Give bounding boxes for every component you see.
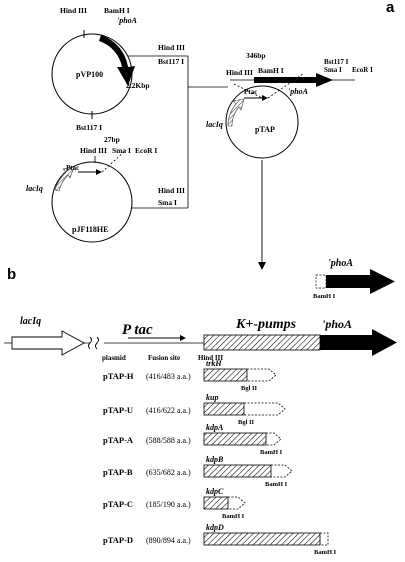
row-site-label: BamH I	[314, 549, 337, 556]
row-gene-label: kdpD	[206, 523, 224, 532]
row-gene-bar	[203, 532, 321, 546]
top-phoa-bamh: BamH I	[313, 293, 336, 300]
pvp100-phoa-arrow	[99, 35, 135, 86]
phoa-black-arrowhead	[372, 329, 397, 356]
top-phoa-dashed-stub	[315, 274, 327, 289]
ptap-plasmid: 346bp Hind III BamH I Bst117 I Sma I Eco…	[206, 51, 373, 159]
pjf118he-laci: lacIq	[26, 184, 43, 193]
connect-bot-hind: Hind III	[158, 186, 185, 195]
row-plasmid-name: pTAP-U	[103, 405, 133, 415]
panel-label-a: a	[386, 0, 395, 16]
col-plasmid-header: plasmid	[102, 354, 126, 362]
ptap-phoa-bar	[254, 77, 316, 83]
pvp100-bst-label: Bst117 I	[76, 123, 102, 132]
ptap-circle	[225, 85, 299, 159]
row-truncated-end	[228, 496, 246, 510]
pjf118he-ptac: Ptac	[66, 164, 79, 172]
panel-label-b: b	[7, 266, 16, 283]
laci-label: lacIq	[20, 316, 41, 327]
pjf118he-name: pJF118HE	[72, 225, 108, 234]
row-truncated-end	[271, 464, 293, 478]
row-gene-bar	[203, 496, 229, 510]
top-phoa-arrowhead	[370, 269, 395, 294]
pvp100-name: pVP100	[76, 70, 103, 79]
ptap-laci: lacIq	[206, 120, 223, 129]
row-fusion-site: (185/190 a.a.)	[146, 500, 191, 509]
col-fusion-header: Fusion site	[148, 354, 180, 362]
ptap-phoa: 'phoA	[288, 87, 309, 96]
phoa-label: 'phoA	[322, 317, 352, 331]
connect-bot-sma: Sma I	[158, 198, 177, 207]
row-site-label: Bgl II	[238, 419, 255, 426]
pvp100-bamh-label: BamH I	[104, 6, 130, 15]
ptap-ptac: Ptac	[244, 88, 257, 96]
top-phoa-bar	[326, 275, 370, 288]
row-gene-label: kdpA	[206, 423, 224, 432]
row-site-label: BamH I	[260, 449, 283, 456]
row-gene-label: trkH	[206, 359, 222, 368]
kpumps-hatched-bar	[203, 334, 321, 351]
row-truncated-end	[266, 432, 282, 446]
fragment-connector-top: Hind III Bst117 I Hind III Sma I	[128, 43, 228, 209]
ptap-bp: 346bp	[246, 51, 266, 60]
ptap-ecor: EcoR I	[352, 66, 373, 74]
row-fusion-site: (635/682 a.a.)	[146, 468, 191, 477]
pjf118he-hind: Hind III	[80, 146, 107, 155]
fusion-rows: pTAP-H (416/483 a.a.) trkH Bgl II pTAP-U (416…	[103, 359, 337, 556]
hind-iii-label: Hind III	[198, 354, 223, 362]
ptap-sma: Sma I	[324, 66, 342, 74]
connect-top-bst: Bst117 I	[158, 57, 184, 66]
row-plasmid-name: pTAP-C	[103, 499, 133, 509]
row-site-label: BamH I	[222, 513, 245, 520]
pjf118he-bp: 27bp	[104, 135, 120, 144]
phoa-black-bar	[320, 335, 372, 350]
row-plasmid-name: pTAP-H	[103, 371, 134, 381]
ptap-phoa-arrowhead	[316, 73, 333, 87]
laci-open-arrow	[11, 330, 85, 356]
pjf118he-laci-arrow	[54, 166, 75, 192]
ptap-bamh: BamH I	[258, 66, 284, 75]
row-truncated-end	[247, 368, 277, 382]
row-plasmid-name: pTAP-B	[103, 467, 133, 477]
ptap-bst: Bst117 I	[324, 58, 349, 66]
row-site-label: BamH I	[265, 481, 288, 488]
row-fusion-site: (416/483 a.a.)	[146, 372, 191, 381]
row-gene-bar	[203, 402, 245, 416]
ptac-label: P tac	[122, 322, 153, 338]
row-end-box	[319, 532, 329, 546]
panel-transition-arrow	[258, 160, 266, 270]
fusion-construct-map: lacIq P tac K+-pumps 'phoA plasmid Fusio…	[4, 316, 397, 362]
row-gene-label: kup	[206, 393, 218, 402]
break-mark	[88, 336, 99, 350]
pvp100-hind-label: Hind III	[60, 6, 87, 15]
row-plasmid-name: pTAP-A	[103, 435, 134, 445]
top-phoa-cassette: 'phoA BamH I	[313, 258, 395, 300]
ptap-laci-arrow	[227, 98, 245, 127]
row-gene-label: kdpB	[206, 455, 224, 464]
connect-top-hind: Hind III	[158, 43, 185, 52]
row-gene-bar	[203, 368, 248, 382]
top-phoa-label: 'phoA	[328, 258, 353, 269]
row-fusion-site: (588/588 a.a.)	[146, 436, 191, 445]
row-fusion-site: (416/622 a.a.)	[146, 406, 191, 415]
pjf118he-plasmid: 27bp Hind III Sma I EcoR I Ptac lacIq pJ…	[26, 135, 157, 243]
pjf118he-circle	[51, 161, 133, 243]
row-gene-label: kdpC	[206, 487, 224, 496]
ptap-name: pTAP	[255, 125, 275, 134]
pjf118he-sma: Sma I	[112, 146, 131, 155]
pvp100-plasmid: Hind III BamH I 'phoA pVP100 2.2Kbp Bst1…	[51, 6, 150, 132]
row-gene-bar	[203, 432, 267, 446]
row-site-label: Bgl II	[241, 385, 258, 392]
pjf118he-ecor: EcoR I	[135, 146, 157, 155]
ptap-hind: Hind III	[226, 68, 253, 77]
pvp100-phoa-label: 'phoA	[117, 16, 138, 25]
row-fusion-site: (890/894 a.a.)	[146, 536, 191, 545]
row-truncated-end	[244, 402, 286, 416]
kpumps-label: K+-pumps	[235, 317, 297, 332]
row-gene-bar	[203, 464, 272, 478]
pvp100-size: 2.2Kbp	[126, 81, 150, 90]
row-plasmid-name: pTAP-D	[103, 535, 133, 545]
